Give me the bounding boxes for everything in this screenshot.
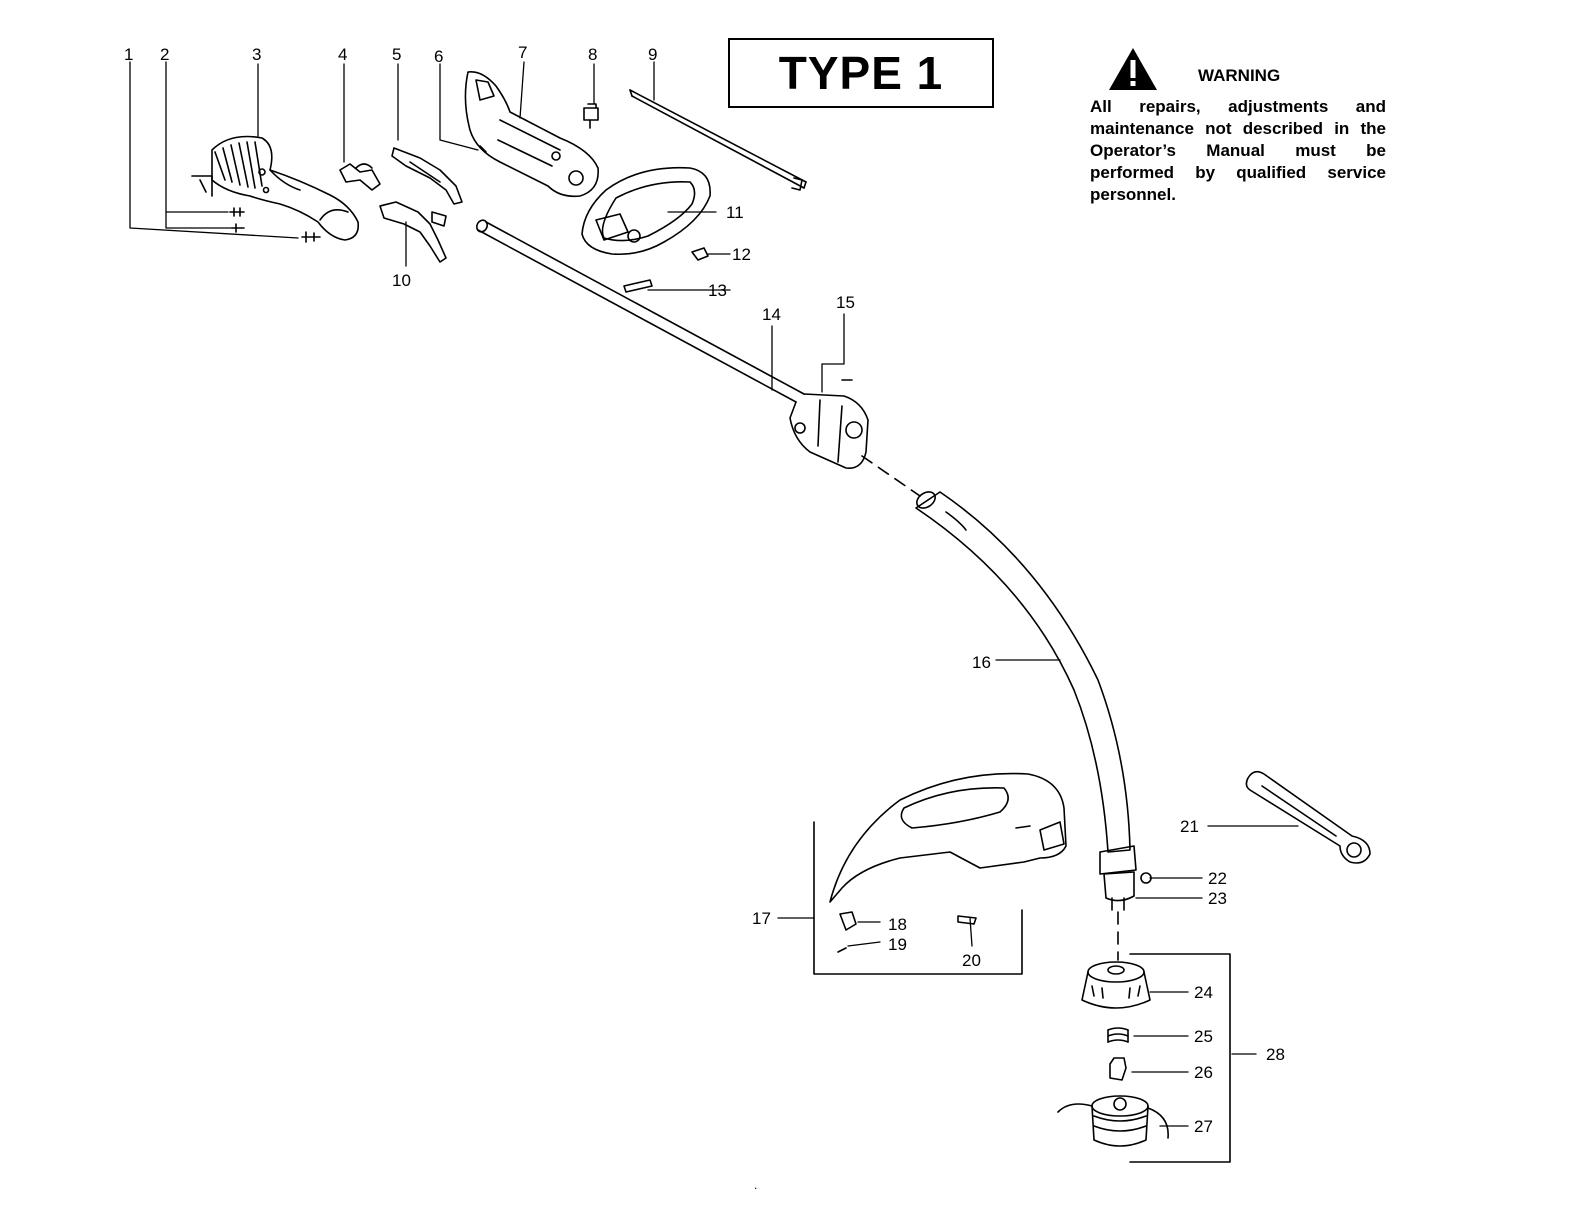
callout-9: 9 [648, 45, 657, 64]
callout-20: 20 [962, 951, 981, 970]
warning-triangle-icon [1109, 48, 1157, 90]
callout-13: 13 [708, 281, 727, 300]
callout-22: 22 [1208, 869, 1227, 888]
part-17-shield [829, 772, 1067, 903]
part-12-knob [691, 247, 709, 261]
warning-text: All repairs, adjustments and maintenance… [1090, 97, 1386, 204]
leader-lines [129, 61, 1299, 1127]
callout-12: 12 [732, 245, 751, 264]
callout-11: 11 [726, 203, 744, 222]
callout-1: 1 [124, 45, 133, 64]
part-27-spool [1057, 1095, 1169, 1147]
callout-labels: 1 2 3 4 5 6 7 8 9 10 11 12 13 14 15 16 1… [124, 43, 1285, 1136]
callout-23: 23 [1208, 889, 1227, 908]
part-3-housing [211, 135, 360, 241]
callout-17: 17 [752, 909, 771, 928]
part-18-clip [839, 911, 857, 931]
callout-25: 25 [1194, 1027, 1213, 1046]
part-10-trigger [379, 201, 447, 263]
part-13-bolt [623, 279, 653, 293]
callout-10: 10 [392, 271, 411, 290]
callout-6: 6 [434, 47, 443, 66]
part-9-drive-shaft [629, 89, 807, 191]
type-label: TYPE 1 [778, 47, 944, 99]
bracket-28 [1129, 953, 1231, 1163]
callout-8: 8 [588, 45, 597, 64]
warning-title: WARNING [1198, 66, 1281, 85]
part-2-bracket [191, 175, 321, 243]
callout-4: 4 [338, 45, 347, 64]
callout-5: 5 [392, 45, 401, 64]
callout-21: 21 [1180, 817, 1199, 836]
part-24-spool-cover [1081, 961, 1151, 1009]
part-7-handle-housing [464, 70, 599, 198]
part-5-throttle-lever [391, 147, 463, 205]
part-16-curved-shaft [915, 491, 1137, 911]
callout-15: 15 [836, 293, 855, 312]
part-26-eyelet [1109, 1057, 1127, 1081]
callout-19: 19 [888, 935, 907, 954]
footer-mark: . [754, 1178, 758, 1192]
part-25-spring [1107, 1027, 1129, 1043]
part-20-bolt [957, 915, 977, 925]
part-19-screw [837, 947, 847, 953]
bracket-17 [813, 821, 1023, 975]
callout-26: 26 [1194, 1063, 1213, 1082]
callout-16: 16 [972, 653, 991, 672]
callout-28: 28 [1266, 1045, 1285, 1064]
callout-27: 27 [1194, 1117, 1213, 1136]
part-21-wrench [1245, 770, 1371, 864]
callout-24: 24 [1194, 983, 1213, 1002]
part-4-lever [339, 163, 381, 191]
part-8-stop-switch [583, 103, 599, 129]
part-11-handle-grip [581, 166, 711, 256]
callout-14: 14 [762, 305, 781, 324]
callout-7: 7 [518, 43, 527, 62]
callout-2: 2 [160, 45, 169, 64]
alignment-line-upper [861, 455, 921, 497]
callout-3: 3 [252, 45, 261, 64]
type-label-box: TYPE 1 [728, 38, 994, 108]
part-14-upper-tube [475, 219, 869, 469]
callout-18: 18 [888, 915, 907, 934]
